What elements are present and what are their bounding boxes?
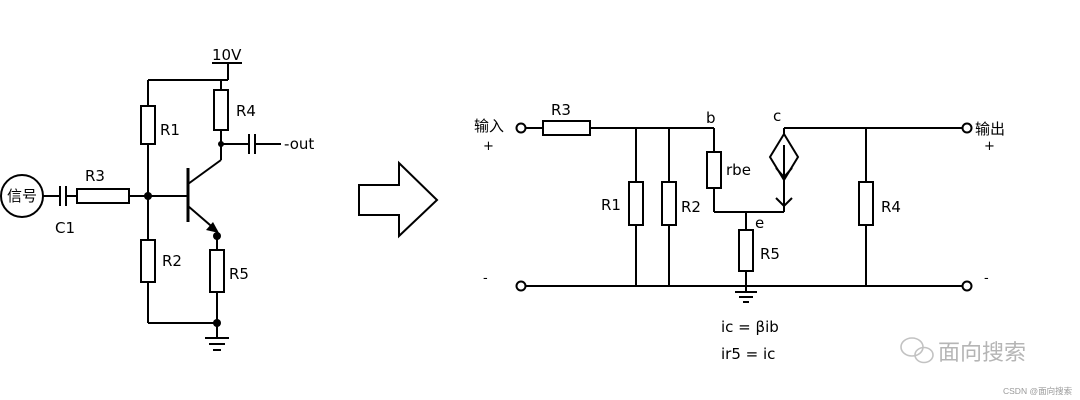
input-plus-label: + bbox=[483, 139, 494, 154]
eq-r1-label: R1 bbox=[601, 196, 621, 214]
rbe-label: rbe bbox=[726, 161, 751, 179]
output-terminal-minus bbox=[961, 280, 973, 292]
eq-r1-resistor bbox=[628, 181, 644, 226]
ground-junction-dot bbox=[213, 319, 221, 327]
npn-transistor bbox=[186, 159, 222, 233]
r3-label: R3 bbox=[85, 167, 105, 185]
right-ground-symbol bbox=[735, 291, 757, 303]
equation-ir5: ir5 = ic bbox=[721, 345, 775, 363]
r4-label: R4 bbox=[236, 102, 256, 120]
node-c-label: c bbox=[773, 107, 781, 125]
r2-label: R2 bbox=[162, 252, 182, 270]
left-ground-symbol bbox=[205, 337, 229, 351]
r3-resistor bbox=[76, 188, 130, 204]
r4-resistor bbox=[213, 89, 229, 131]
base-junction-dot bbox=[144, 192, 152, 200]
r5-label: R5 bbox=[229, 265, 249, 283]
r1-label: R1 bbox=[160, 121, 180, 139]
emitter-junction-dot bbox=[213, 232, 221, 240]
watermark-credit: CSDN @面向搜索 bbox=[1003, 386, 1072, 396]
watermark: 面向搜索 CSDN @面向搜索 bbox=[900, 337, 1072, 396]
transform-arrow bbox=[358, 160, 439, 239]
signal-source-label: 信号 bbox=[7, 187, 37, 205]
eq-r4-label: R4 bbox=[881, 198, 901, 216]
rbe-resistor bbox=[706, 151, 722, 189]
wechat-icon bbox=[900, 337, 934, 364]
out-label: -out bbox=[284, 135, 314, 153]
eq-r4-resistor bbox=[858, 181, 874, 226]
eq-r5-label: R5 bbox=[760, 245, 780, 263]
input-terminal-plus bbox=[515, 122, 527, 134]
collector-junction-dot bbox=[218, 141, 224, 147]
right-equivalent-circuit: 输入 + - R3 b R1 R2 rbe e R5 c bbox=[474, 101, 1005, 363]
output-terminal-plus bbox=[961, 122, 973, 134]
equation-ic: ic = βib bbox=[721, 318, 779, 336]
eq-r3-resistor bbox=[542, 120, 591, 136]
input-minus-label: - bbox=[483, 271, 488, 286]
output-plus-label: + bbox=[984, 139, 995, 154]
r2-resistor bbox=[140, 239, 156, 283]
input-terminal-minus bbox=[515, 280, 527, 292]
r1-resistor bbox=[140, 105, 156, 145]
node-e-label: e bbox=[755, 214, 764, 232]
node-b-label: b bbox=[706, 109, 716, 127]
eq-r3-label: R3 bbox=[551, 101, 571, 119]
watermark-brand: 面向搜索 bbox=[938, 341, 1026, 366]
c1-label: C1 bbox=[55, 219, 75, 237]
eq-r5-resistor bbox=[738, 229, 754, 272]
eq-r2-label: R2 bbox=[681, 198, 701, 216]
output-minus-label: - bbox=[984, 271, 989, 286]
dependent-current-source bbox=[768, 132, 800, 182]
output-label: 输出 bbox=[975, 120, 1005, 138]
left-amplifier-circuit: 10V R1 R2 信号 C1 R3 R4 bbox=[0, 46, 314, 351]
eq-r2-resistor bbox=[661, 181, 677, 226]
input-label: 输入 bbox=[474, 117, 504, 135]
r5-resistor bbox=[209, 249, 225, 293]
supply-voltage-label: 10V bbox=[212, 46, 242, 64]
